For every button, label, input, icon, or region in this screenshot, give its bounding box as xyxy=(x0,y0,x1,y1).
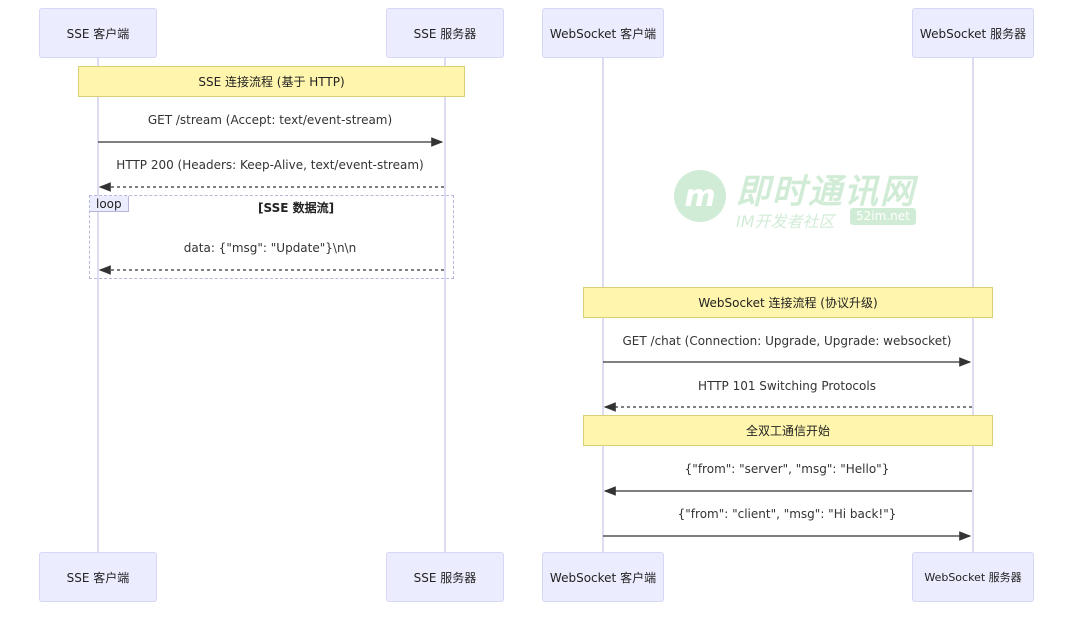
lifeline-sse-server xyxy=(444,58,446,552)
label-sse-get: GET /stream (Accept: text/event-stream) xyxy=(147,113,393,127)
note-sse-flow: SSE 连接流程 (基于 HTTP) xyxy=(78,66,465,97)
svg-text:m: m xyxy=(684,179,715,214)
label-ws-get: GET /chat (Connection: Upgrade, Upgrade:… xyxy=(622,334,952,348)
label-ws-server-msg: {"from": "server", "msg": "Hello"} xyxy=(684,462,890,476)
loop-title: [SSE 数据流] xyxy=(258,201,335,215)
note-ws-flow: WebSocket 连接流程 (协议升级) xyxy=(583,287,993,318)
watermark-sub: IM开发者社区 xyxy=(736,212,835,231)
loop-box: loop xyxy=(89,195,454,279)
actor-sse-server-bottom: SSE 服务器 xyxy=(386,552,504,602)
watermark-logo-icon: m xyxy=(674,170,726,222)
actor-ws-client-top: WebSocket 客户端 xyxy=(542,8,664,58)
actor-sse-server-top: SSE 服务器 xyxy=(386,8,504,58)
watermark-tag: 52im.net xyxy=(850,208,916,225)
label-ws-client-msg: {"from": "client", "msg": "Hi back!"} xyxy=(677,507,897,521)
loop-tag: loop xyxy=(90,196,129,212)
label-sse-200: HTTP 200 (Headers: Keep-Alive, text/even… xyxy=(116,158,424,172)
actor-sse-client-bottom: SSE 客户端 xyxy=(39,552,157,602)
watermark: m 即时通讯网 IM开发者社区 52im.net xyxy=(672,166,932,231)
note-full-duplex: 全双工通信开始 xyxy=(583,415,993,446)
lifeline-sse-client xyxy=(97,58,99,552)
actor-ws-server-top: WebSocket 服务器 xyxy=(912,8,1034,58)
actor-ws-server-bottom: WebSocket 服务器 xyxy=(912,552,1034,602)
watermark-name: 即时通讯网 xyxy=(736,172,916,212)
label-ws-101: HTTP 101 Switching Protocols xyxy=(698,379,876,393)
actor-ws-client-bottom: WebSocket 客户端 xyxy=(542,552,664,602)
actor-sse-client-top: SSE 客户端 xyxy=(39,8,157,58)
label-sse-data: data: {"msg": "Update"}\n\n xyxy=(183,241,357,255)
